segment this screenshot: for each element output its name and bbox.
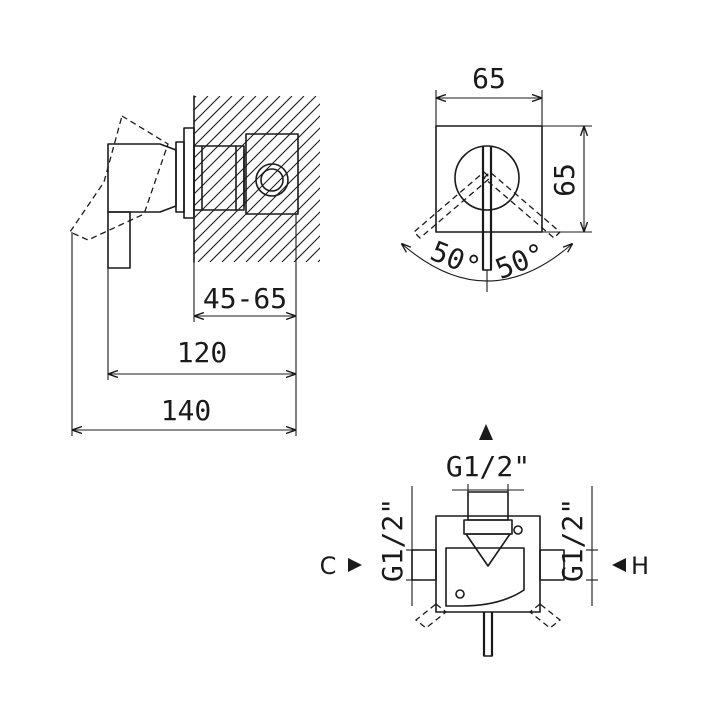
thread-right-label: G1/2" <box>556 498 589 582</box>
angle-right-label: 50° <box>491 236 550 286</box>
thread-left-label: G1/2" <box>376 498 409 582</box>
handle-lever <box>107 211 131 269</box>
connection-view: G1/2" G1/2" G1/2" C <box>320 424 649 657</box>
dim-width-label: 65 <box>472 62 506 95</box>
side-view: 45-65 120 140 <box>0 95 556 436</box>
hot-label: H <box>631 552 649 580</box>
hatch-line <box>257 96 320 262</box>
valve-housing <box>245 133 299 215</box>
hatch-line <box>197 96 320 262</box>
cold-arrow-icon <box>348 558 362 572</box>
outlet-arrow-icon <box>479 424 493 440</box>
cover-rosette <box>175 141 185 213</box>
screw-left <box>455 589 465 599</box>
lever-rotated-left <box>413 171 491 239</box>
hatch-line <box>194 96 269 262</box>
hatch-line <box>390 96 556 262</box>
screw-right <box>513 525 523 535</box>
top-outlet-nut <box>463 519 513 535</box>
hatch-line <box>194 96 257 262</box>
hatch-line <box>194 96 221 262</box>
inner-wedge <box>465 533 511 567</box>
front-view: 50° 50° 65 65 <box>402 62 592 292</box>
dim-middle-label: 120 <box>177 336 228 369</box>
hatch-line <box>330 96 496 262</box>
hatch-line <box>194 96 320 262</box>
cover-plate-square <box>435 125 543 233</box>
dim-height: 65 <box>542 125 592 233</box>
dim-wall-depth: 45-65 <box>193 214 297 322</box>
handle <box>69 114 177 269</box>
wall-hatching <box>0 96 556 262</box>
valve-port-outer <box>255 163 289 197</box>
angle-left-label: 50° <box>426 234 485 284</box>
cold-inlet-pipe <box>411 549 437 581</box>
hatch-line <box>194 96 245 262</box>
hatch-line <box>194 96 209 262</box>
hatch-line <box>18 96 184 262</box>
dim-height-label: 65 <box>548 163 581 197</box>
hatch-line <box>293 96 320 262</box>
hot-arrow-icon <box>612 558 626 572</box>
hatch-line <box>269 96 320 262</box>
hot-inlet-pipe <box>539 549 565 581</box>
hatch-line <box>233 96 320 262</box>
hatch-line <box>209 96 320 262</box>
valve-port-inner <box>260 168 284 192</box>
hatch-line <box>366 96 532 262</box>
handle-body <box>107 143 177 213</box>
hatch-line <box>194 96 293 262</box>
dim-middle: 120 <box>107 268 297 380</box>
hatch-line <box>245 96 320 262</box>
hatch-line <box>194 96 317 262</box>
hatch-line <box>0 96 160 262</box>
hatch-line <box>221 96 320 262</box>
handle-rosette <box>454 145 520 211</box>
hatch-line <box>194 96 320 262</box>
inner-chamber <box>445 547 525 607</box>
thread-top-label: G1/2" <box>446 450 530 483</box>
hatch-line <box>281 96 320 262</box>
dim-width: 65 <box>435 62 543 126</box>
cover-plate <box>183 127 195 219</box>
handle-rotated-right <box>528 603 562 629</box>
hatch-line <box>194 96 197 262</box>
valve-body <box>193 133 299 215</box>
hatch-line <box>6 96 172 262</box>
handle-rotated-left <box>414 603 448 629</box>
cold-label: C <box>320 552 337 580</box>
hatch-line <box>194 96 233 262</box>
dim-wall-depth-label: 45-65 <box>203 282 287 315</box>
handle-rotated-outline <box>69 114 169 241</box>
hatch-line <box>194 96 305 262</box>
hatch-line <box>194 96 320 262</box>
dim-total-label: 140 <box>161 394 212 427</box>
hatch-line <box>317 96 320 262</box>
dim-total: 140 <box>71 232 297 436</box>
hatch-line <box>194 96 281 262</box>
